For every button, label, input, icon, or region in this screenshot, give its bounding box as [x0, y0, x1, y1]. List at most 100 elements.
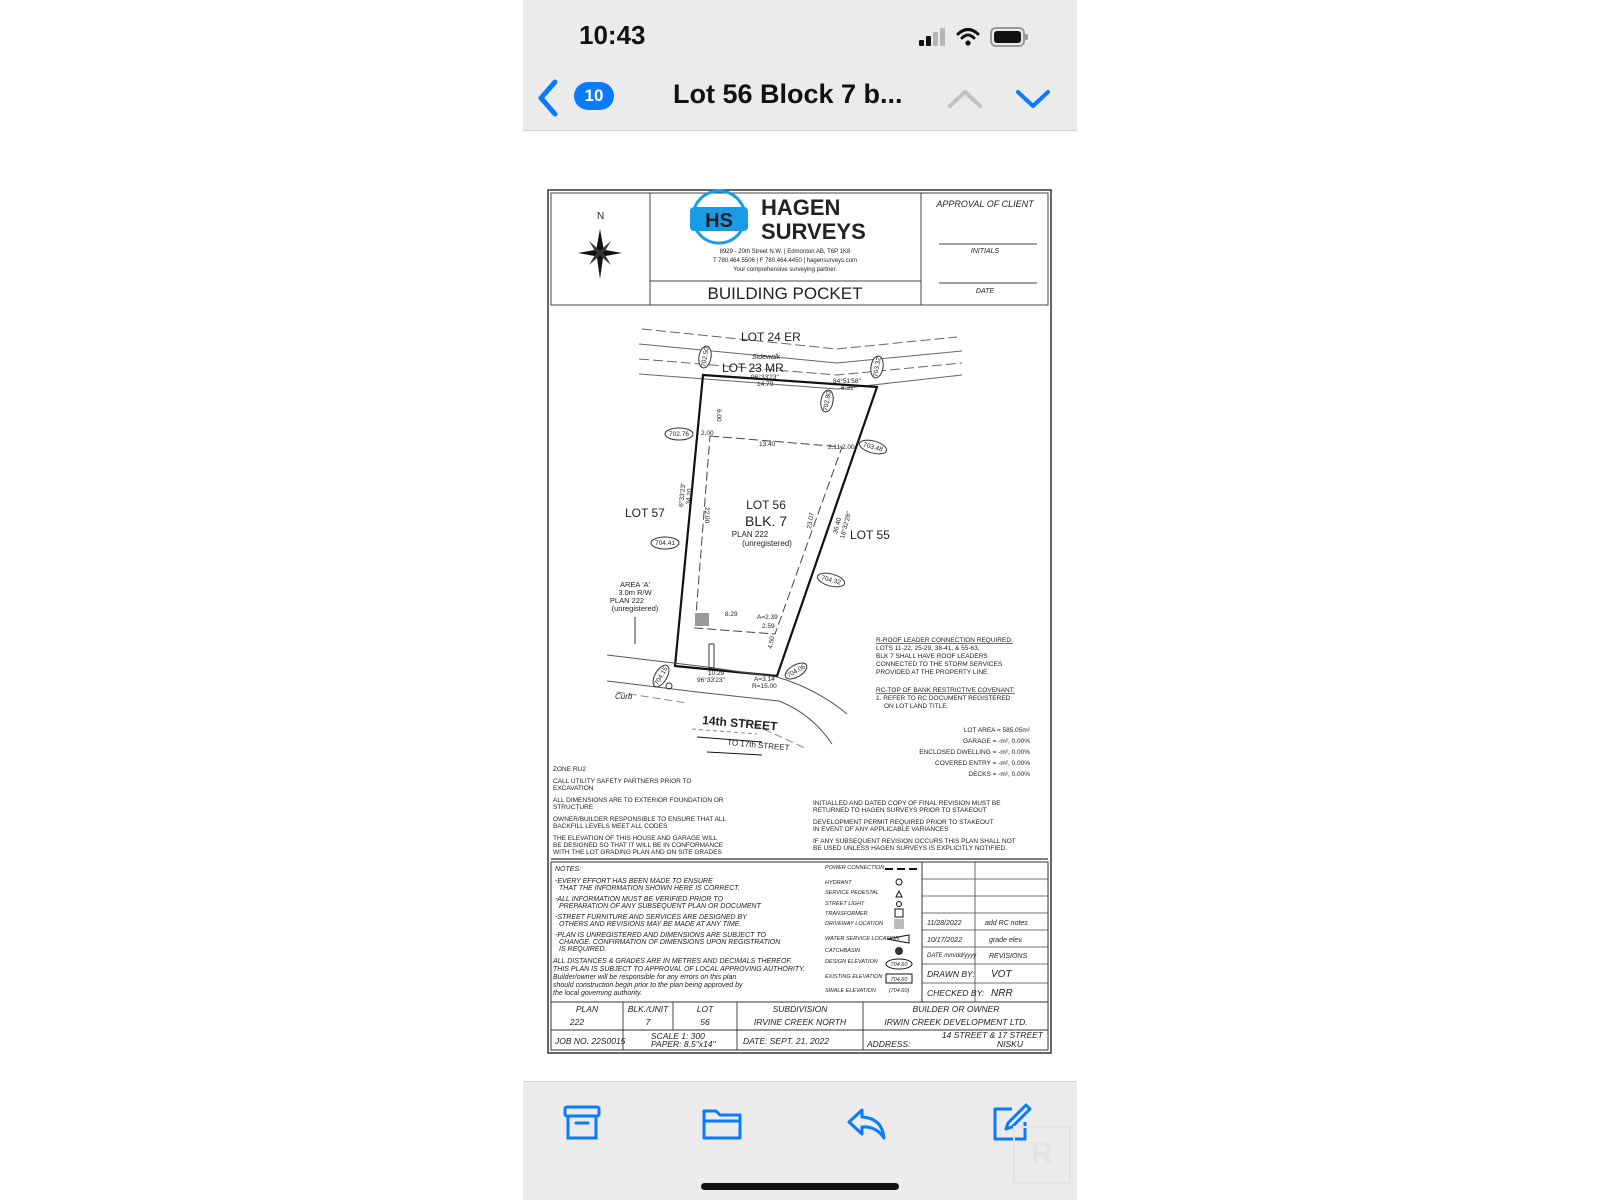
- svg-text:BACKFILL LEVELS MEET ALL CODES: BACKFILL LEVELS MEET ALL CODES: [553, 823, 668, 830]
- svg-text:96°33'23": 96°33'23": [697, 676, 726, 684]
- svg-text:STREET LIGHT: STREET LIGHT: [825, 901, 865, 907]
- svg-text:BUILDER OR OWNER: BUILDER OR OWNER: [913, 1004, 1000, 1014]
- svg-text:add RC notes: add RC notes: [985, 920, 1028, 927]
- svg-text:84°51'58": 84°51'58": [833, 377, 862, 385]
- svg-text:IRWIN CREEK DEVELOPMENT LTD.: IRWIN CREEK DEVELOPMENT LTD.: [884, 1017, 1027, 1027]
- svg-text:36.40: 36.40: [832, 517, 843, 535]
- svg-text:SCALE 1: 300: SCALE 1: 300: [651, 1031, 705, 1041]
- svg-text:14.79: 14.79: [757, 381, 774, 388]
- svg-text:6.00: 6.00: [715, 409, 722, 422]
- svg-text:703.32: 703.32: [872, 356, 882, 377]
- svg-text:14 STREET & 17 STREET: 14 STREET & 17 STREET: [942, 1030, 1044, 1040]
- svg-text:ON LOT LAND TITLE.: ON LOT LAND TITLE.: [884, 703, 949, 710]
- svg-text:DATE: DATE: [976, 288, 994, 295]
- compose-icon[interactable]: [990, 1102, 1032, 1144]
- svg-text:ALL DIMENSIONS ARE TO EXTERIOR: ALL DIMENSIONS ARE TO EXTERIOR FOUNDATIO…: [553, 797, 724, 804]
- svg-text:LOT 55: LOT 55: [850, 528, 890, 542]
- svg-text:DRAWN BY:: DRAWN BY:: [927, 969, 975, 979]
- svg-text:OTHERS AND REVISIONS MAY BE MA: OTHERS AND REVISIONS MAY BE MADE AT ANY …: [559, 921, 741, 928]
- svg-text:WATER SERVICE LOCATION: WATER SERVICE LOCATION: [825, 936, 899, 942]
- svg-text:THE ELEVATION OF THIS HOUSE AN: THE ELEVATION OF THIS HOUSE AND GARAGE W…: [553, 835, 718, 842]
- svg-text:LOT 56: LOT 56: [746, 498, 786, 512]
- svg-text:8929 - 20th Street N.W. | Edmo: 8929 - 20th Street N.W. | Edmonton AB, T…: [720, 249, 851, 255]
- svg-text:8.29: 8.29: [725, 611, 738, 618]
- svg-text:1. REFER TO RC DOCUMENT REGIST: 1. REFER TO RC DOCUMENT REGISTERED: [876, 695, 1011, 702]
- svg-text:COVERED ENTRY = -m², 0.00%: COVERED ENTRY = -m², 0.00%: [935, 760, 1030, 767]
- svg-text:2.11: 2.11: [828, 444, 841, 451]
- svg-text:RC-TOP OF BANK RESTRICTIVE COV: RC-TOP OF BANK RESTRICTIVE COVENANT:: [876, 687, 1015, 694]
- svg-text:LOT 23 MR: LOT 23 MR: [722, 361, 784, 375]
- svg-text:56: 56: [700, 1017, 710, 1027]
- reply-icon[interactable]: [846, 1102, 888, 1144]
- svg-text:CALL UTILITY SAFETY PARTNERS P: CALL UTILITY SAFETY PARTNERS PRIOR TO: [553, 778, 691, 785]
- svg-text:POWER CONNECTION: POWER CONNECTION: [825, 865, 884, 871]
- svg-text:APPROVAL OF CLIENT: APPROVAL OF CLIENT: [935, 199, 1035, 209]
- svg-text:222: 222: [569, 1017, 584, 1027]
- svg-text:10.29: 10.29: [708, 670, 725, 677]
- unread-count-badge[interactable]: 10: [574, 82, 614, 110]
- svg-text:BLK 7 SHALL HAVE ROOF LEADERS: BLK 7 SHALL HAVE ROOF LEADERS: [876, 653, 988, 660]
- svg-text:11/28/2022: 11/28/2022: [927, 920, 962, 927]
- svg-text:Builder/owner will be responsi: Builder/owner will be responsible for an…: [553, 974, 736, 981]
- svg-text:should construction begin prio: should construction begin prior to the p…: [553, 982, 743, 989]
- svg-text:DECKS = -m², 0.00%: DECKS = -m², 0.00%: [968, 771, 1030, 778]
- bottom-toolbar: [523, 1081, 1077, 1200]
- svg-text:THIS PLAN IS SUBJECT TO APPROV: THIS PLAN IS SUBJECT TO APPROVAL OF LOCA…: [553, 966, 805, 973]
- svg-text:HS: HS: [705, 210, 733, 232]
- svg-text:IF ANY SUBSEQUENT REVISION OCC: IF ANY SUBSEQUENT REVISION OCCURS THIS P…: [813, 838, 1016, 845]
- svg-text:TRANSFORMER: TRANSFORMER: [825, 911, 868, 917]
- svg-text:grade elev.: grade elev.: [989, 937, 1023, 944]
- svg-text:704.41: 704.41: [655, 540, 675, 547]
- svg-text:OWNER/BUILDER RESPONSIBLE TO E: OWNER/BUILDER RESPONSIBLE TO ENSURE THAT…: [553, 816, 727, 823]
- svg-text:Sidewalk: Sidewalk: [752, 354, 781, 361]
- svg-text:-STREET FURNITURE AND SERVICES: -STREET FURNITURE AND SERVICES ARE DESIG…: [555, 914, 748, 921]
- svg-text:A=2.39: A=2.39: [757, 614, 778, 621]
- hagen-surveys-logo: HS HAGEN SURVEYS: [690, 189, 866, 245]
- svg-text:DESIGN ELEVATION: DESIGN ELEVATION: [825, 959, 878, 965]
- svg-text:CONNECTED TO THE STORM SERVICE: CONNECTED TO THE STORM SERVICES: [876, 661, 1003, 668]
- svg-text:CHANGE. CONFIRMATION OF DIMENS: CHANGE. CONFIRMATION OF DIMENSIONS UPON …: [559, 939, 781, 946]
- svg-text:LOT: LOT: [697, 1004, 714, 1014]
- svg-text:PLAN 222: PLAN 222: [732, 530, 769, 539]
- svg-text:6.31: 6.31: [841, 385, 854, 392]
- svg-text:EXCAVATION: EXCAVATION: [553, 785, 594, 792]
- cellular-signal-icon: [919, 28, 945, 46]
- svg-text:PLAN: PLAN: [576, 1004, 599, 1014]
- svg-text:SWALE ELEVATION: SWALE ELEVATION: [825, 988, 876, 994]
- svg-text:NISKU: NISKU: [997, 1039, 1024, 1049]
- battery-icon: [990, 27, 1028, 47]
- folder-icon[interactable]: [701, 1102, 743, 1144]
- svg-text:VOT: VOT: [991, 969, 1012, 980]
- svg-text:T 780.464.5506 | F 780.464.445: T 780.464.5506 | F 780.464.4450 | hagens…: [713, 258, 857, 264]
- svg-text:R=15.00: R=15.00: [752, 683, 777, 690]
- previous-message-chevron-up-icon[interactable]: [945, 84, 985, 112]
- svg-text:10/17/2022: 10/17/2022: [927, 937, 962, 944]
- svg-text:DATE: SEPT. 21, 2022: DATE: SEPT. 21, 2022: [743, 1036, 829, 1046]
- back-chevron-icon[interactable]: [535, 78, 561, 118]
- svg-text:DATE mm/dd/yyyy: DATE mm/dd/yyyy: [927, 953, 977, 959]
- archive-icon[interactable]: [561, 1102, 603, 1144]
- svg-text:NOTES:: NOTES:: [555, 866, 581, 873]
- message-title: Lot 56 Block 7 b...: [673, 79, 903, 109]
- svg-text:GARAGE = -m², 0.00%: GARAGE = -m², 0.00%: [963, 738, 1030, 745]
- svg-text:N: N: [597, 211, 604, 222]
- svg-text:EXISTING ELEVATION: EXISTING ELEVATION: [825, 974, 882, 980]
- svg-text:WITH THE LOT GRADING PLAN AND: WITH THE LOT GRADING PLAN AND ON SITE GR…: [553, 849, 722, 856]
- svg-text:PAPER: 8.5"x14": PAPER: 8.5"x14": [651, 1039, 716, 1049]
- svg-text:-PLAN IS UNREGISTERED AND DIME: -PLAN IS UNREGISTERED AND DIMENSIONS ARE…: [555, 932, 766, 939]
- home-indicator[interactable]: [701, 1183, 899, 1190]
- plan-title: BUILDING POCKET: [708, 284, 863, 303]
- svg-text:(704.60): (704.60): [889, 988, 910, 994]
- svg-text:CHECKED BY:: CHECKED BY:: [927, 988, 985, 998]
- navigation-bar: 10 Lot 56 Block 7 b...: [523, 68, 1077, 131]
- watermark-logo: R: [1013, 1126, 1071, 1184]
- svg-text:INITIALLED AND DATED COPY OF F: INITIALLED AND DATED COPY OF FINAL REVIS…: [813, 800, 1001, 807]
- svg-text:LOT 24 ER: LOT 24 ER: [741, 330, 801, 344]
- next-message-chevron-down-icon[interactable]: [1013, 84, 1053, 112]
- svg-text:(unregistered): (unregistered): [742, 539, 792, 548]
- svg-text:34.20: 34.20: [685, 488, 694, 505]
- svg-text:IN EVENT OF ANY APPLICABLE VAR: IN EVENT OF ANY APPLICABLE VARIANCES: [813, 826, 949, 833]
- svg-text:Your comprehensive surveying p: Your comprehensive surveying partner.: [733, 267, 837, 273]
- svg-text:PLAN 222: PLAN 222: [610, 596, 644, 605]
- svg-text:A=3.14: A=3.14: [754, 676, 775, 683]
